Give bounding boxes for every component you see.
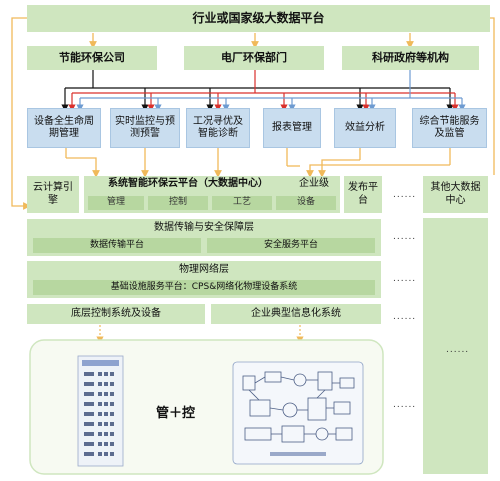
app-lifecycle: 设备全生命周期管理 bbox=[27, 108, 101, 148]
network-layer-title: 物理网络层 bbox=[179, 264, 229, 275]
sub-process: 工艺 bbox=[212, 196, 272, 210]
other-data-centers-column bbox=[423, 218, 488, 474]
publish-platform: 发布平台 bbox=[344, 176, 382, 213]
bottom-control-systems: 底层控制系统及设备 bbox=[27, 304, 205, 324]
cloud-platform: 系统智能环保云平台（大数据中心） 企业级 管理 控制 工艺 设备 bbox=[84, 176, 340, 213]
app-energy-service: 综合节能服务及监管 bbox=[412, 108, 487, 148]
dots-3: ...... bbox=[393, 274, 417, 284]
sub-equipment: 设备 bbox=[276, 196, 336, 210]
app-benefit: 效益分析 bbox=[334, 108, 396, 148]
sub-management: 管理 bbox=[88, 196, 144, 210]
sub-control: 控制 bbox=[148, 196, 208, 210]
infrastructure-platform: 基础设施服务平台：CPS&网络化物理设备系统 bbox=[33, 280, 375, 295]
dots-4: ...... bbox=[393, 312, 417, 322]
org-energy-company: 节能环保公司 bbox=[27, 46, 157, 70]
data-transmission-platform: 数据传输平台 bbox=[33, 238, 201, 253]
cloud-platform-title: 系统智能环保云平台（大数据中心） bbox=[108, 178, 268, 189]
enterprise-label: 企业级 bbox=[299, 178, 329, 189]
other-data-centers: 其他大数据中心 bbox=[423, 176, 488, 213]
app-monitoring: 实时监控与预测预警 bbox=[110, 108, 180, 148]
management-control-label: 管＋控 bbox=[156, 406, 196, 421]
enterprise-info-systems: 企业典型信息化系统 bbox=[211, 304, 381, 324]
dots-6: ...... bbox=[446, 345, 470, 355]
cloud-engine: 云计算引擎 bbox=[27, 176, 79, 213]
dots-2: ...... bbox=[393, 232, 417, 242]
security-layer: 数据传输与安全保障层 数据传输平台 安全服务平台 bbox=[27, 219, 381, 256]
app-diagnosis: 工况寻优及智能诊断 bbox=[186, 108, 250, 148]
org-plant-env-dept: 电厂环保部门 bbox=[184, 46, 324, 70]
network-layer: 物理网络层 基础设施服务平台：CPS&网络化物理设备系统 bbox=[27, 261, 381, 298]
app-reports: 报表管理 bbox=[263, 108, 321, 148]
security-service-platform: 安全服务平台 bbox=[207, 238, 375, 253]
security-layer-title: 数据传输与安全保障层 bbox=[154, 222, 254, 233]
top-platform-title: 行业或国家级大数据平台 bbox=[27, 5, 490, 32]
dots-5: ...... bbox=[393, 400, 417, 410]
dots-1: ...... bbox=[393, 190, 417, 200]
org-research-gov: 科研政府等机构 bbox=[342, 46, 479, 70]
